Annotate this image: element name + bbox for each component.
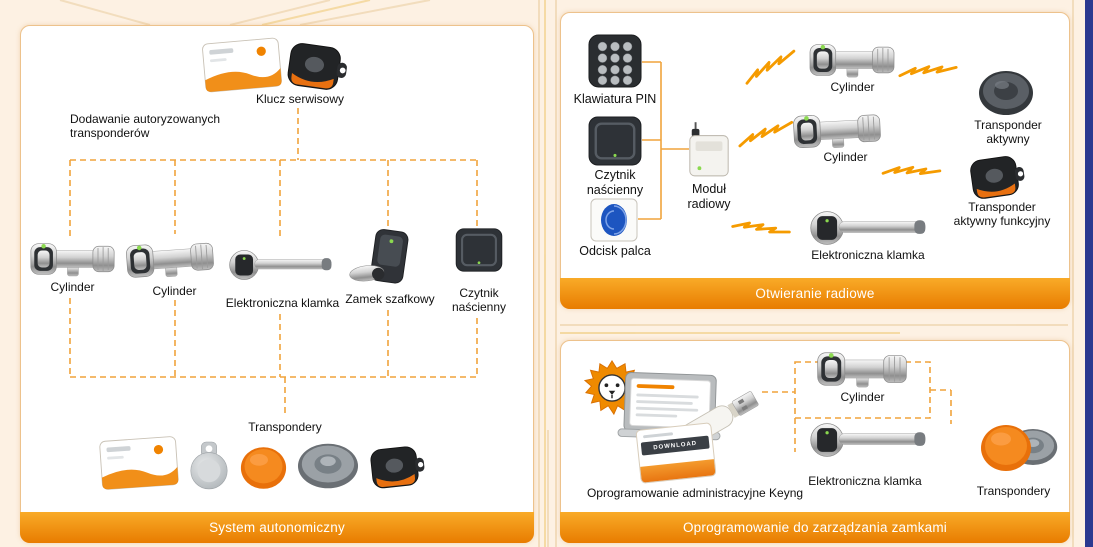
keyring-transponder-icon [186, 440, 232, 490]
wall-reader-icon [455, 228, 503, 272]
device-label: Elektroniczna klamka [225, 296, 340, 310]
door-handle-icon [228, 240, 333, 290]
device-label: Zamek szafkowy [345, 292, 435, 306]
input-label: Klawiatura PIN [573, 92, 657, 106]
panel-title-autonomous: System autonomiczny [209, 520, 345, 535]
device-label: Cylinder [152, 284, 197, 298]
disc-orange-icon [980, 424, 1032, 472]
panel-title-bar-software: Oprogramowanie do zarządzania zamkami [560, 512, 1070, 543]
radio-module-label: Moduł radiowy [687, 182, 731, 211]
adding-transponders-note: Dodawanie autoryzowanych transponderów [70, 112, 221, 141]
software-label: Oprogramowanie administracyjne Keyng [586, 486, 804, 500]
disc-orange-icon [240, 446, 287, 490]
panel-title-software: Oprogramowanie do zarządzania zamkami [682, 520, 948, 535]
fob-transponder-icon [284, 40, 352, 94]
device-label: Cylinder [840, 390, 885, 404]
disc-grey-icon [297, 442, 359, 490]
lock-cylinder-icon [125, 235, 216, 283]
cabinet-lock-icon [348, 228, 428, 290]
device-label: Cylinder [830, 80, 875, 94]
door-handle-icon [806, 420, 930, 460]
download-card: DOWNLOAD [635, 422, 717, 484]
lock-cylinder-icon [30, 240, 115, 278]
device-label: Transpondery [976, 484, 1051, 498]
device-label: Elektroniczna klamka [808, 474, 922, 488]
device-label: Transponder aktywny [974, 118, 1042, 147]
service-key-label: Klucz serwisowy [255, 92, 345, 106]
card-transponder-icon [98, 435, 179, 490]
device-label: Transponder aktywny funkcyjny [953, 200, 1051, 229]
card-text-line [642, 432, 674, 439]
device-label: Elektroniczna klamka [811, 248, 925, 262]
pin-keypad-icon [588, 34, 642, 88]
device-label: Cylinder [50, 280, 95, 294]
panel-title-radio: Otwieranie radiowe [755, 286, 875, 301]
door-handle-icon [806, 208, 930, 248]
lock-cylinder-icon [808, 42, 896, 78]
transponders-label: Transpondery [248, 420, 322, 434]
input-label: Odcisk palca [579, 244, 651, 258]
disc-dark-icon [978, 70, 1034, 116]
wall-reader-icon [588, 116, 642, 166]
lock-cylinder-icon [816, 350, 908, 388]
download-card-band: DOWNLOAD [640, 435, 710, 456]
device-label: Czytnik naścienny [451, 286, 507, 315]
panel-title-bar-radio: Otwieranie radiowe [560, 278, 1070, 309]
device-label: Cylinder [823, 150, 868, 164]
card-transponder-icon [201, 37, 283, 94]
fingerprint-icon [590, 198, 638, 242]
radio-module-icon [686, 122, 732, 178]
page-edge-strip [1085, 0, 1093, 547]
panel-title-bar-autonomous: System autonomiczny [20, 512, 534, 543]
fob-transponder-icon [963, 152, 1032, 202]
input-label: Czytnik naścienny [586, 168, 644, 197]
lock-cylinder-icon [792, 108, 882, 153]
fob-transponder-icon [365, 443, 431, 491]
